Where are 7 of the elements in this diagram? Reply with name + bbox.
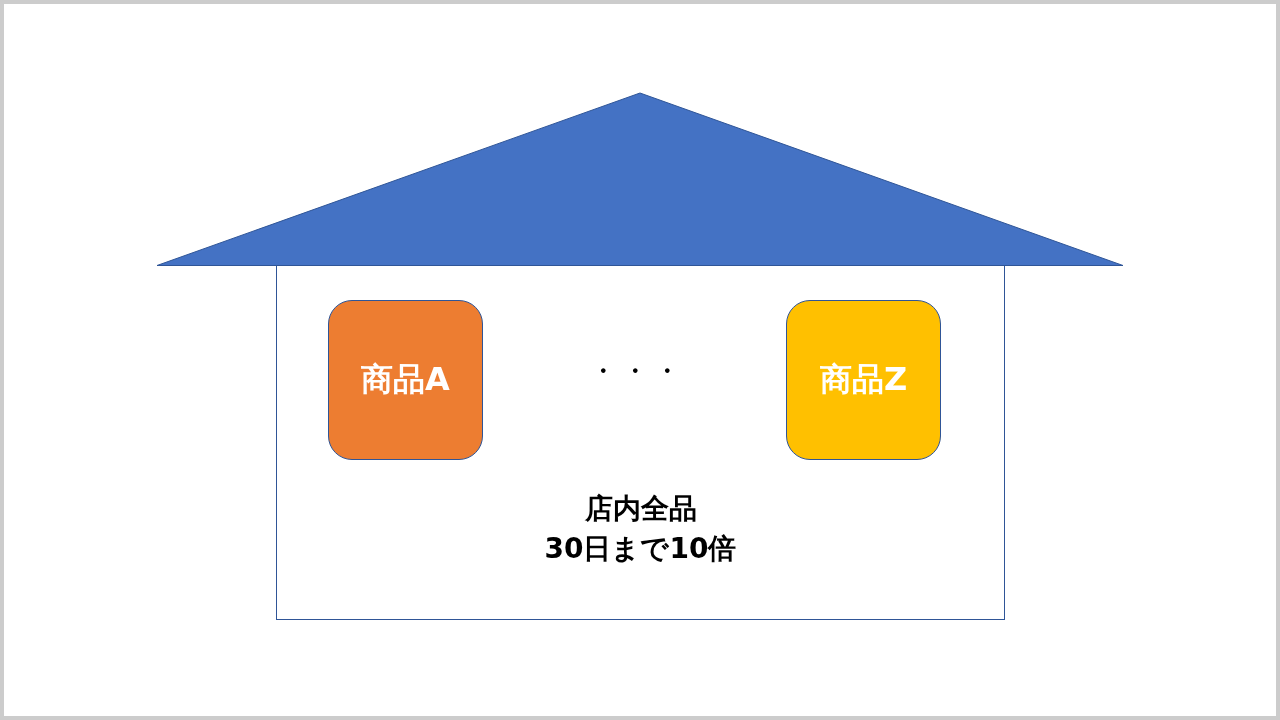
roof-triangle <box>156 92 1124 266</box>
product-box: 商品Z <box>786 300 941 460</box>
house-body-box <box>276 265 1005 620</box>
heading-text: 店内全品 <box>583 491 698 527</box>
product-box: 商品A <box>328 300 483 460</box>
ellipsis-dots: ・ ・ ・ <box>589 356 681 387</box>
note-text: 30日まで10倍 <box>543 531 738 567</box>
